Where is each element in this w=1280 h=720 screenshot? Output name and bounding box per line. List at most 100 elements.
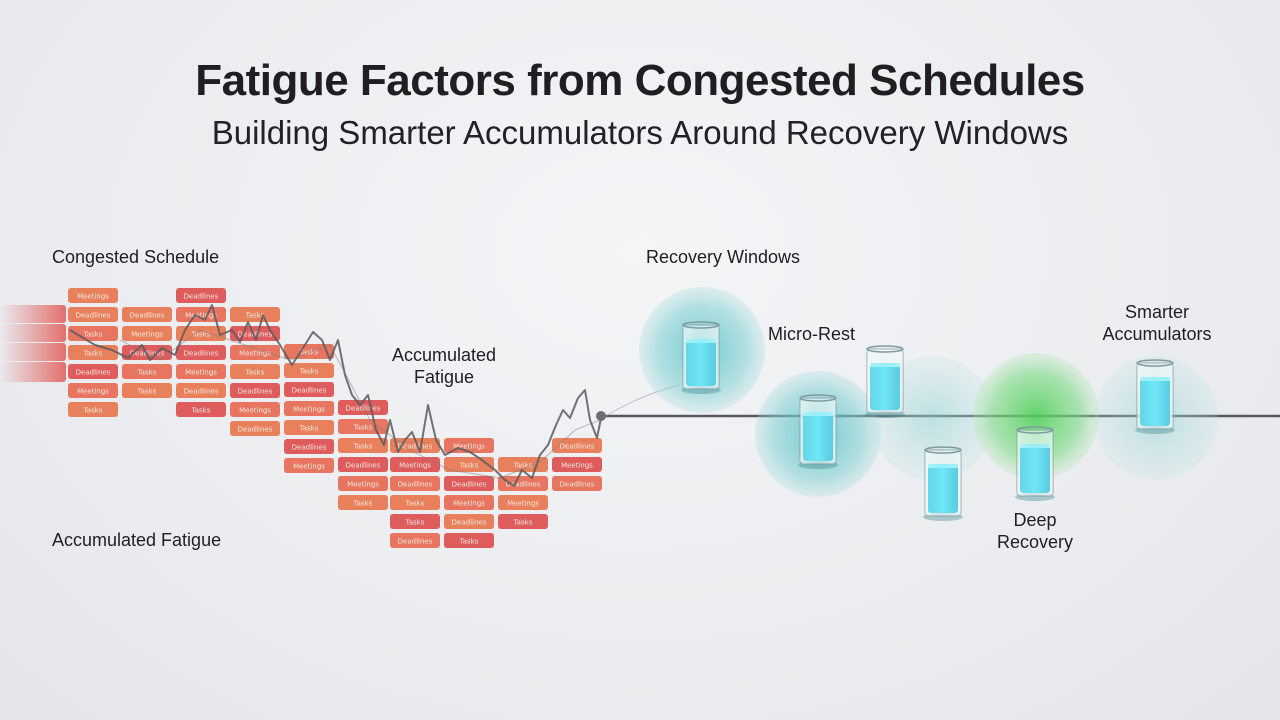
schedule-tile-label: Meetings (453, 443, 485, 451)
water-glass-icon (1015, 426, 1055, 501)
schedule-tile (122, 364, 172, 379)
label-deep-recovery: Deep Recovery (975, 509, 1095, 553)
schedule-tile-label: Tasks (405, 500, 425, 508)
schedule-tile (122, 326, 172, 341)
schedule-tile-label: Tasks (513, 519, 533, 527)
schedule-tile (390, 533, 440, 548)
schedule-tile-label: Tasks (459, 538, 479, 546)
schedule-tile-label: Deadlines (184, 350, 219, 358)
schedule-tile (498, 495, 548, 510)
schedule-tile-label: Tasks (299, 368, 319, 376)
schedule-tile-label: Deadlines (398, 443, 433, 451)
schedule-tile (338, 438, 388, 453)
motion-blur-tiles (0, 305, 66, 382)
schedule-tile-label: Deadlines (130, 312, 165, 320)
schedule-tile-label: Meetings (77, 293, 109, 301)
schedule-tile-label: Deadlines (292, 444, 327, 452)
fatigue-zigzag-line (69, 304, 602, 487)
schedule-tile-label: Deadlines (238, 388, 273, 396)
schedule-tile (552, 457, 602, 472)
schedule-tile-label: Deadlines (452, 481, 487, 489)
water-glass-icon (1135, 359, 1175, 434)
schedule-tile (284, 382, 334, 397)
schedule-tile-label: Tasks (405, 519, 425, 527)
water-glass-icons (681, 321, 1175, 521)
fatigue-shadow-line (119, 329, 601, 479)
label-recovery-windows: Recovery Windows (646, 247, 801, 267)
water-glass-icon (865, 345, 905, 418)
schedule-tile-label: Meetings (293, 463, 325, 471)
label-smarter-accumulators-line2: Accumulators (1102, 324, 1212, 344)
schedule-tile-label: Meetings (507, 500, 539, 508)
schedule-tile-label: Meetings (293, 406, 325, 414)
schedule-tile-label: Deadlines (184, 388, 219, 396)
schedule-tile (498, 514, 548, 529)
schedule-tile-label: Tasks (353, 443, 373, 451)
schedule-tile-label: Deadlines (292, 387, 327, 395)
label-accumulated-fatigue-mid-line2: Fatigue (413, 367, 475, 387)
schedule-tile-label: Tasks (245, 369, 265, 377)
schedule-tile-label: Deadlines (398, 481, 433, 489)
schedule-tile-label: Meetings (347, 481, 379, 489)
schedule-tile (176, 345, 226, 360)
schedule-tile-label: Tasks (83, 331, 103, 339)
label-smarter-accumulators-line1: Smarter (1124, 302, 1189, 322)
schedule-tile-label: Tasks (137, 369, 157, 377)
page-title: Fatigue Factors from Congested Schedules (195, 56, 1085, 105)
schedule-tile (284, 458, 334, 473)
label-deep-recovery-line2: Recovery (996, 532, 1074, 552)
schedule-tile-label: Tasks (299, 349, 319, 357)
schedule-tile-label: Deadlines (346, 462, 381, 470)
label-deep-recovery-line1: Deep (1013, 510, 1057, 530)
schedule-tile-label: Meetings (77, 388, 109, 396)
timeline-start-node (596, 411, 606, 421)
schedule-tile (122, 307, 172, 322)
schedule-tile-label: Deadlines (452, 519, 487, 527)
schedule-tile-label: Meetings (561, 462, 593, 470)
schedule-tile (176, 402, 226, 417)
schedule-tile (390, 457, 440, 472)
schedule-tile (338, 457, 388, 472)
schedule-tile (444, 514, 494, 529)
schedule-tile (230, 364, 280, 379)
schedule-tile (68, 383, 118, 398)
schedule-tile (444, 533, 494, 548)
schedule-tile (284, 344, 334, 359)
schedule-tile-label: Tasks (137, 388, 157, 396)
schedule-tile-label: Deadlines (398, 538, 433, 546)
schedule-tile-label: Deadlines (76, 369, 111, 377)
schedule-tile-label: Tasks (83, 407, 103, 415)
schedule-tile (444, 476, 494, 491)
schedule-tile-label: Deadlines (238, 426, 273, 434)
schedule-tile (338, 476, 388, 491)
schedule-tile-label: Tasks (459, 462, 479, 470)
schedule-tile (176, 383, 226, 398)
schedule-tile (68, 364, 118, 379)
schedule-tile (68, 288, 118, 303)
schedule-tile (284, 363, 334, 378)
schedule-tile (390, 495, 440, 510)
schedule-tile-label: Meetings (239, 350, 271, 358)
label-accumulated-fatigue-mid: Accumulated Fatigue (380, 344, 508, 388)
schedule-tile-label: Tasks (299, 425, 319, 433)
water-glass-icon (923, 446, 963, 521)
schedule-tile-label: Tasks (191, 407, 211, 415)
schedule-tiles: MeetingsDeadlinesTasksTasksDeadlinesMeet… (68, 288, 602, 548)
schedule-tile-label: Meetings (185, 369, 217, 377)
schedule-tile-label: Meetings (185, 312, 217, 320)
schedule-tile-label: Tasks (353, 500, 373, 508)
schedule-tile (68, 402, 118, 417)
schedule-tile-label: Meetings (131, 331, 163, 339)
schedule-tile (498, 476, 548, 491)
schedule-tile-label: Meetings (399, 462, 431, 470)
schedule-tile (230, 383, 280, 398)
water-glass-icon (798, 394, 838, 469)
schedule-tile (176, 326, 226, 341)
label-congested-schedule: Congested Schedule (52, 247, 220, 267)
schedule-tile-label: Deadlines (346, 405, 381, 413)
schedule-tile-label: Deadlines (560, 443, 595, 451)
schedule-tile (284, 439, 334, 454)
label-micro-rest: Micro-Rest (768, 324, 856, 344)
schedule-tile (230, 307, 280, 322)
